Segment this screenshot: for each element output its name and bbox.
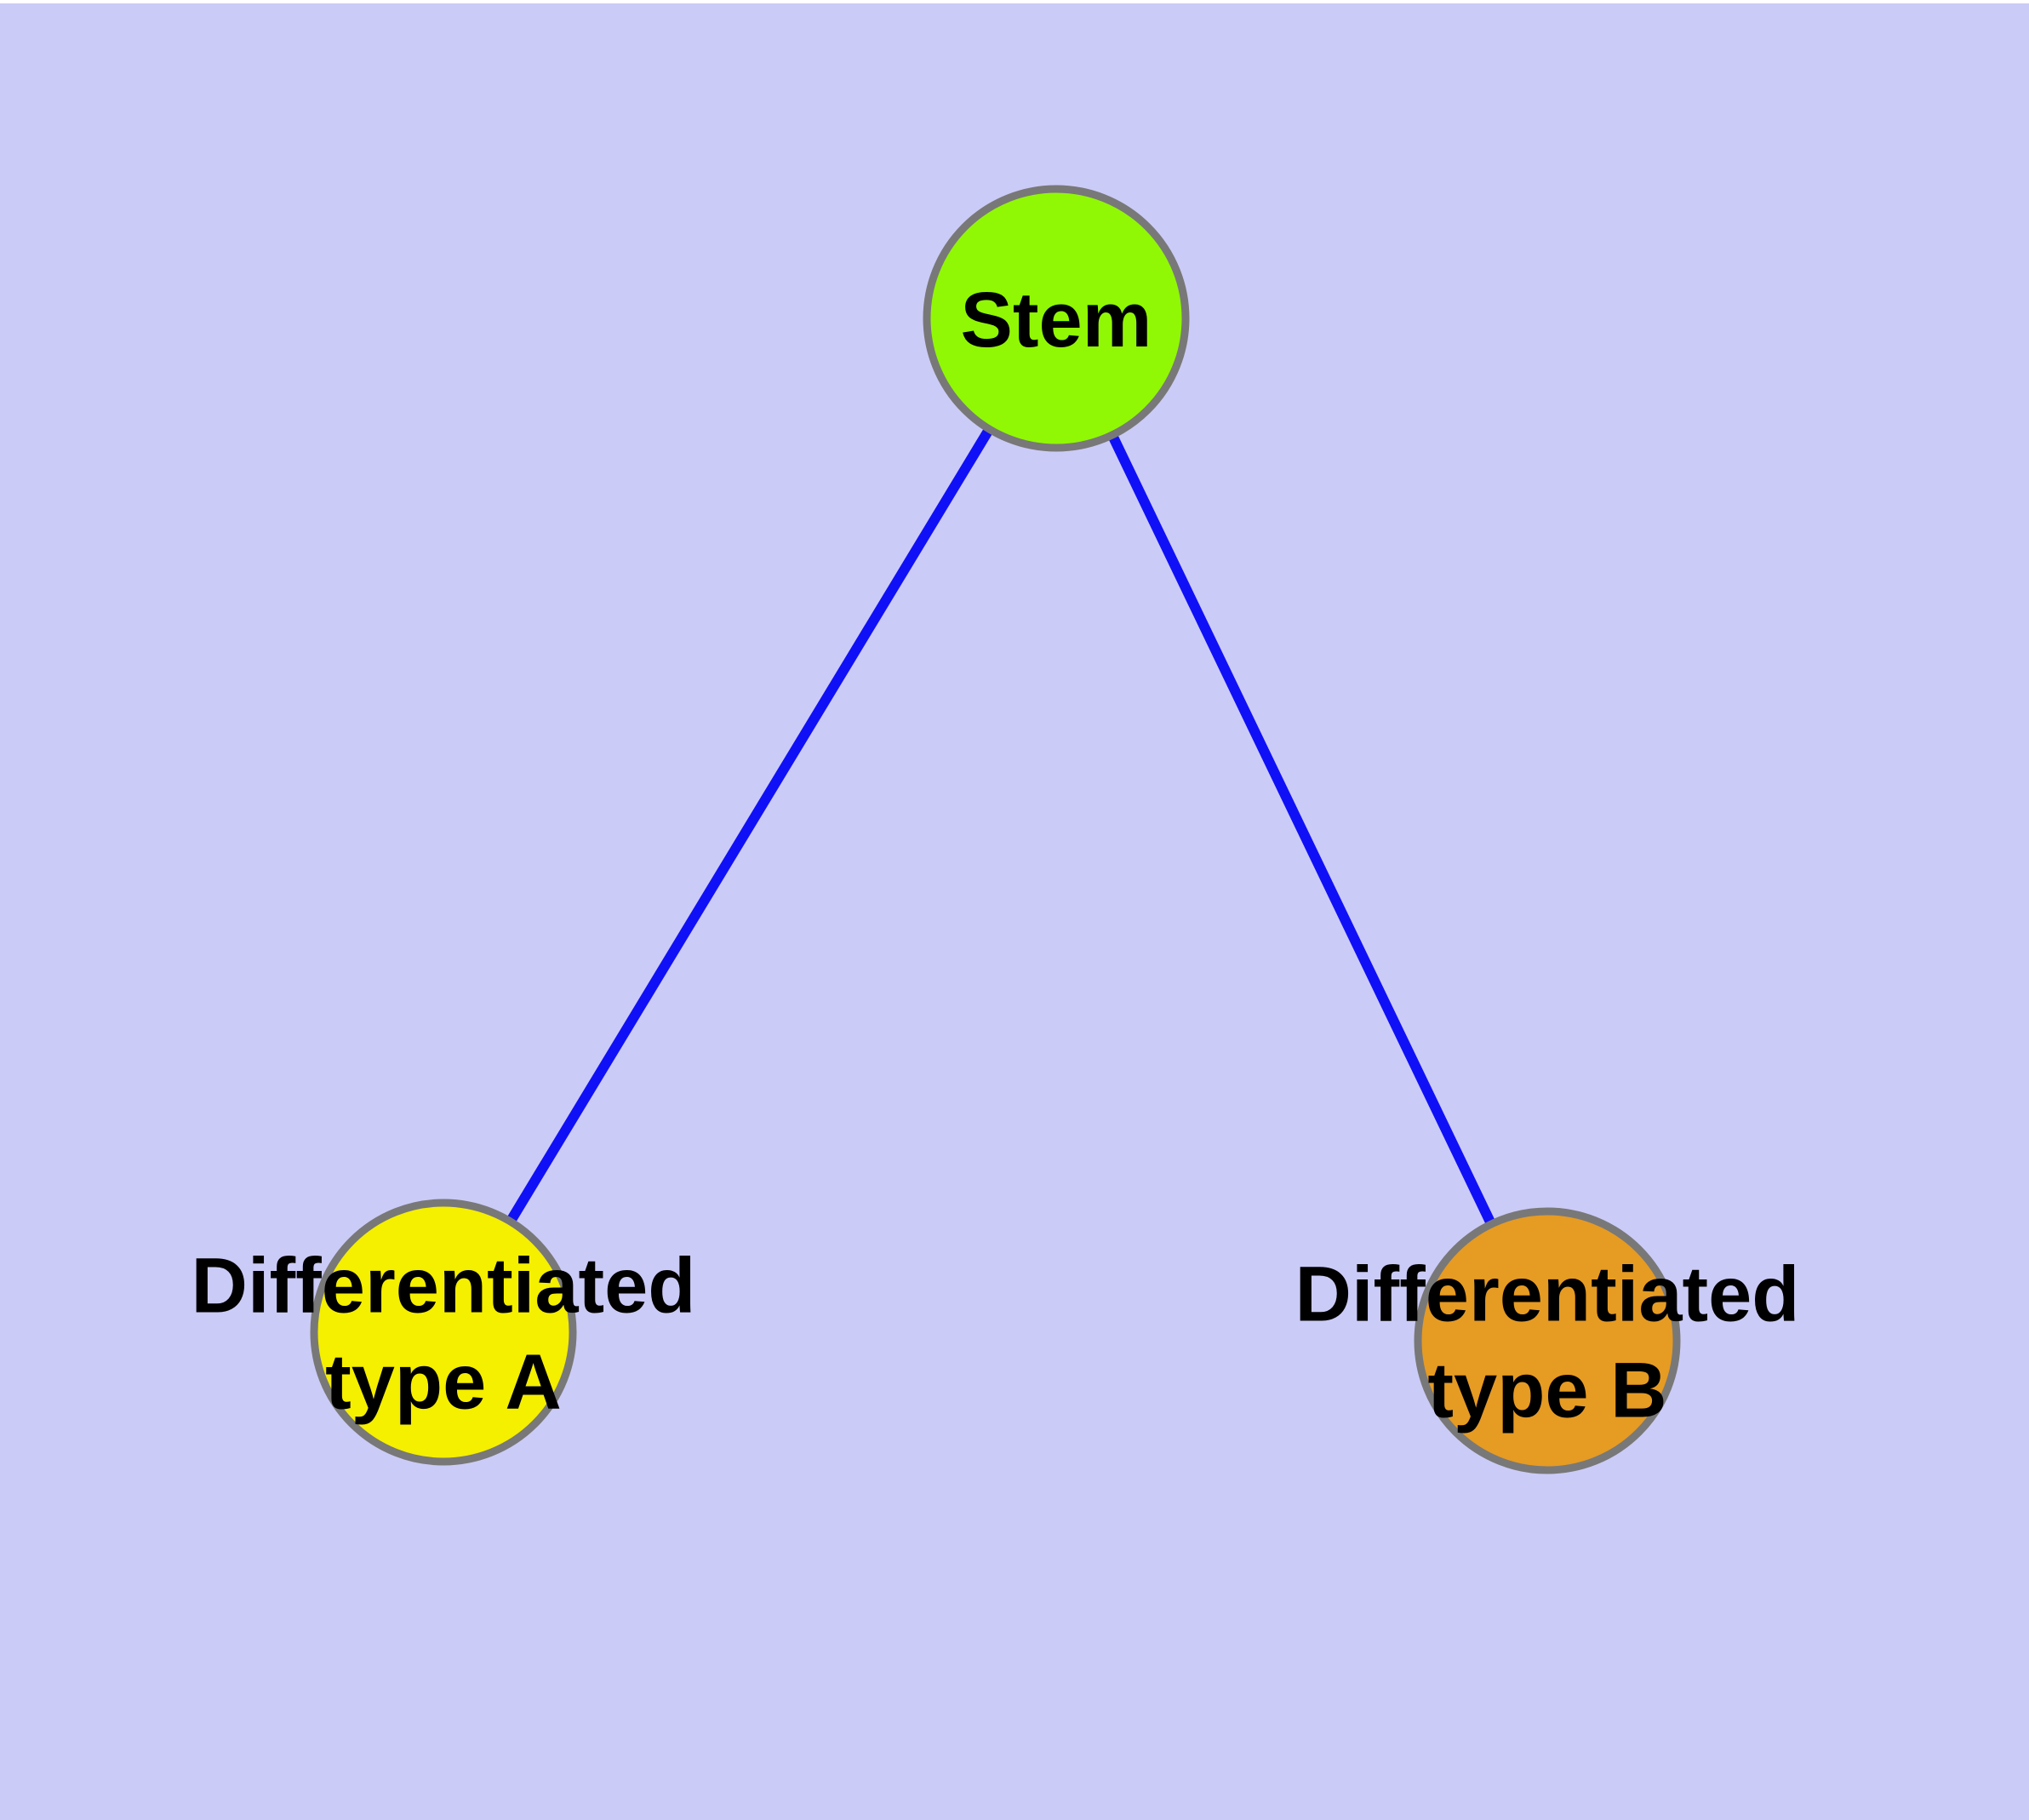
node-stem-circle: [923, 185, 1190, 452]
canvas-top-border: [0, 0, 2029, 3]
edge-stem-to-differentiated-type-b: [1051, 316, 1552, 1343]
node-differentiated-type-a-label-line-1: Differentiated: [191, 1243, 696, 1330]
node-differentiated-type-b-label-line-2: type B: [1427, 1348, 1666, 1434]
node-differentiated-type-b-label: Differentiated type B: [1295, 1251, 1800, 1434]
node-stem-label-line-1: Stem: [961, 277, 1152, 363]
node-differentiated-type-a-label: Differentiated type A: [191, 1243, 696, 1426]
node-differentiated-type-a-circle: [310, 1199, 577, 1466]
edges-layer: [438, 315, 1552, 1343]
nodes-layer: [310, 185, 1681, 1474]
node-stem-label: Stem: [961, 277, 1152, 363]
node-differentiated-type-b-label-line-1: Differentiated: [1295, 1251, 1800, 1338]
node-differentiated-type-a-label-line-2: type A: [325, 1339, 562, 1426]
node-differentiated-type-b-circle: [1414, 1207, 1681, 1474]
edge-stem-to-differentiated-type-a: [438, 315, 1061, 1336]
